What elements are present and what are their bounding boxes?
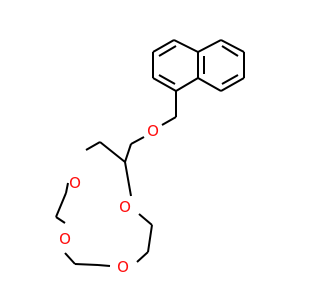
bond	[55, 216, 66, 224]
oxygen-atom-label: O	[59, 230, 71, 248]
oxygen-atom-label: O	[119, 198, 131, 216]
bond	[99, 141, 126, 163]
bond	[65, 182, 69, 194]
bond	[74, 263, 99, 266]
oxygen-atom-label: O	[147, 122, 159, 140]
bond	[197, 77, 222, 92]
oxygen-atom-label: O	[69, 174, 81, 192]
bond	[64, 252, 76, 265]
bond	[55, 192, 67, 218]
double-bond	[158, 74, 176, 85]
bond	[197, 39, 222, 53]
crown-ether-ring	[55, 141, 153, 267]
double-bond	[158, 45, 177, 57]
oxygen-atom-label: O	[117, 258, 129, 276]
bond	[152, 77, 177, 92]
naphthalene-right-ring	[197, 39, 245, 92]
bond	[220, 77, 245, 92]
molecule-structure-diagram: O O O O O	[55, 39, 245, 276]
bond	[175, 77, 199, 92]
double-bond	[221, 74, 239, 85]
bond	[124, 143, 132, 163]
bond	[173, 39, 199, 53]
methoxy-linker	[124, 91, 177, 163]
bond	[130, 136, 145, 145]
naphthalene-left-ring	[152, 39, 199, 92]
bond	[138, 213, 153, 226]
bond	[161, 116, 177, 126]
bond	[97, 264, 111, 267]
bond	[136, 251, 149, 263]
bond	[220, 39, 245, 53]
bond	[124, 161, 132, 197]
bond	[152, 39, 175, 53]
bond	[147, 224, 153, 253]
bond	[85, 141, 101, 151]
double-bond	[221, 45, 239, 57]
